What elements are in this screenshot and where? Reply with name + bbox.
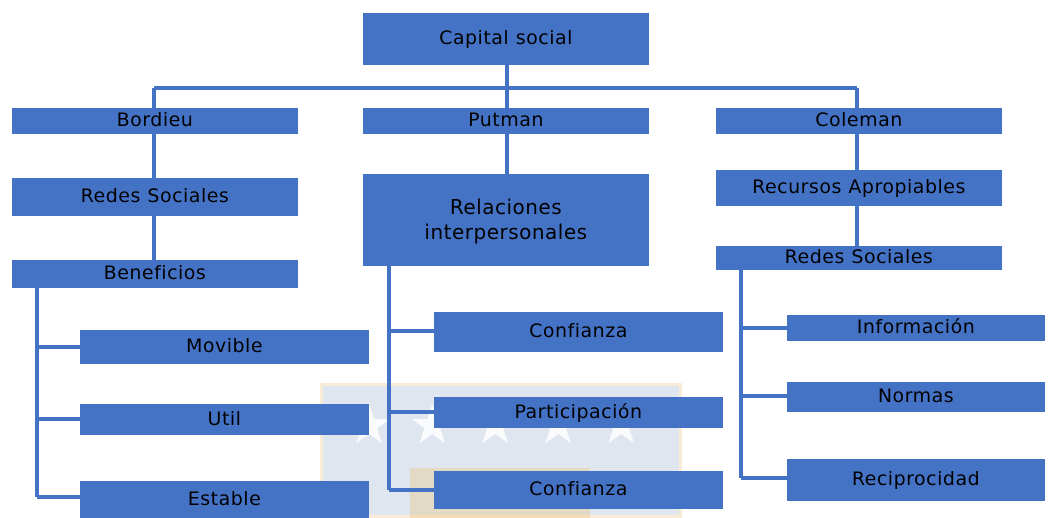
root-capital-social: Capital social	[363, 13, 649, 65]
leaf-confianza-1: Confianza	[434, 312, 723, 352]
leaf-participacion: Participación	[434, 397, 723, 428]
concept-recursos-apropiables: Recursos Apropiables	[716, 170, 1002, 206]
leaf-movible: Movible	[80, 330, 369, 364]
sub-redes-sociales-coleman: Redes Sociales	[716, 246, 1002, 270]
leaf-util: Util	[80, 404, 369, 435]
sub-beneficios: Beneficios	[12, 260, 298, 288]
leaf-estable: Estable	[80, 481, 369, 518]
leaf-reciprocidad: Reciprocidad	[787, 459, 1045, 501]
leaf-informacion: Información	[787, 315, 1045, 341]
leaf-normas: Normas	[787, 382, 1045, 412]
concept-relaciones-interpersonales: Relaciones interpersonales	[363, 174, 649, 266]
author-putman: Putman	[363, 108, 649, 134]
leaf-confianza-2: Confianza	[434, 471, 723, 509]
author-bordieu: Bordieu	[12, 108, 298, 134]
concept-redes-sociales-bordieu: Redes Sociales	[12, 178, 298, 216]
author-coleman: Coleman	[716, 108, 1002, 134]
